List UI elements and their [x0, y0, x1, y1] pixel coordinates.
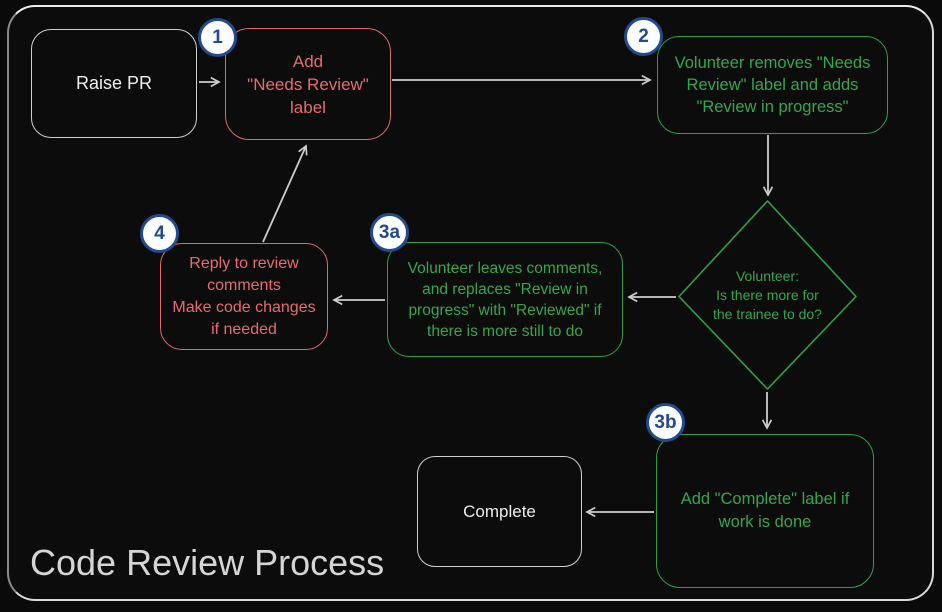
node-reply-to-review-comments: Reply to review comments Make code chang…	[160, 243, 328, 350]
node-add-complete-label: Add "Complete" label if work is done	[656, 434, 874, 588]
node-volunteer-leaves-comments: Volunteer leaves comments, and replaces …	[387, 242, 623, 357]
step-badge-4: 4	[140, 214, 179, 253]
node-volunteer-removes-label: Volunteer removes "Needs Review" label a…	[657, 36, 888, 134]
step-badge-3b: 3b	[646, 403, 685, 442]
node-complete: Complete	[417, 456, 582, 567]
step-badge-2: 2	[624, 17, 663, 56]
node-raise-pr: Raise PR	[31, 29, 197, 138]
step-badge-3a: 3a	[370, 213, 409, 252]
node-add-needs-review-label: Add "Needs Review" label	[225, 28, 391, 140]
diagram-title: Code Review Process	[30, 542, 385, 583]
step-badge-1: 1	[198, 18, 237, 57]
